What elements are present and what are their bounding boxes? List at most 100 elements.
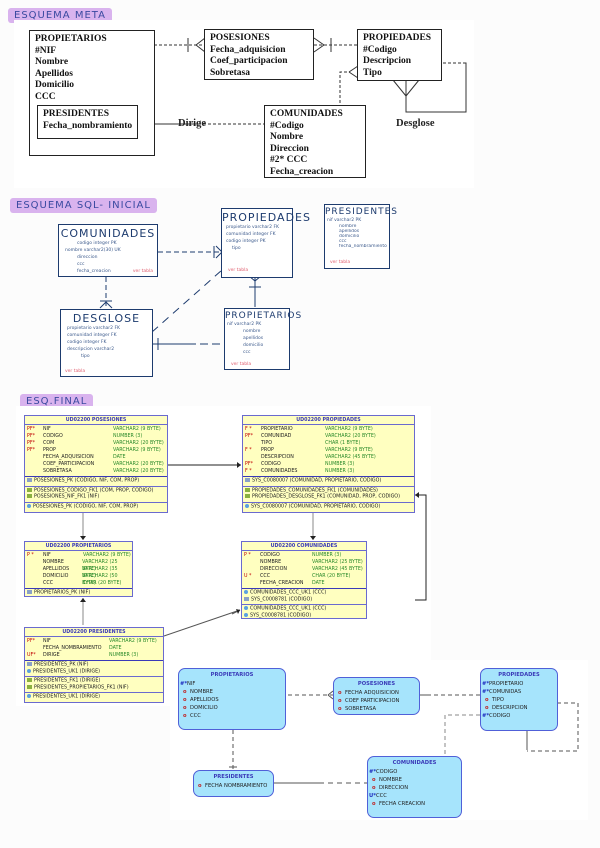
key-icon: [244, 596, 249, 601]
index-icon: [245, 503, 249, 508]
relation-label-desglose: Desglose: [396, 118, 435, 129]
attr-row: U*CCC: [368, 792, 461, 800]
col-key: [25, 461, 43, 468]
attr-marker: o: [183, 713, 187, 719]
pk-section: SYS_C0080007 (COMUNIDAD, PROPIETARIO, CO…: [243, 477, 414, 487]
sql-table-comunidades: COMUNIDADES codigo integer PK nombre var…: [58, 224, 158, 277]
pk-entry: PROPIETARIOS_PK (NIF): [34, 590, 91, 596]
index-entry: COMUNIDADES_CCC_UK1 (CCC): [250, 606, 327, 612]
foreign-key-icon: [27, 487, 32, 492]
attr-coef-participacion: Coef_participacion: [210, 56, 288, 66]
col-name: CODIGO: [260, 553, 280, 558]
entity-title: PROPIEDADES: [498, 672, 540, 678]
column-line: apellidos: [339, 229, 360, 234]
col-type: VARCHAR2 (20 BYTE): [113, 462, 164, 467]
column-line: nombre: [243, 329, 261, 334]
attr-name: NIF: [187, 681, 196, 687]
fk-entry: PRESIDENTES_PROPIETARIOS_FK1 (NIF): [34, 685, 129, 690]
index-section: COMUNIDADES_CCC_UK1 (CCC) SYS_C0008781 (…: [242, 605, 366, 620]
attr-nif: #NIF: [35, 45, 57, 56]
attr-marker: o: [338, 706, 342, 712]
col-name: PROP: [261, 448, 274, 453]
col-type: DATE: [113, 455, 126, 460]
meta-entity-propiedades: PROPIEDADES #Codigo Descripcion Tipo: [357, 29, 442, 81]
column-line: nif varchar2 PK: [227, 322, 262, 327]
column-line: comunidad integer FK: [226, 232, 276, 237]
sql-table-desglose: DESGLOSE propietario varchar2 FK comunid…: [60, 309, 153, 377]
table-title: UD02200 POSESIONES: [25, 416, 167, 425]
table-title: PROPIEDADES: [222, 211, 311, 224]
column-line: fecha_creacion: [77, 269, 111, 274]
foreign-key-icon: [245, 487, 250, 492]
attr-domicilio: Domicilio: [35, 80, 75, 90]
column-line: nombre: [339, 224, 357, 229]
attr-name: CODIGO: [376, 769, 398, 775]
col-key: [25, 468, 43, 475]
col-type: VARCHAR2 (9 BYTE): [113, 448, 161, 453]
attr-descripcion: Descripcion: [363, 56, 412, 66]
fk-propiedades-self: [415, 494, 427, 601]
index-section: SYS_C0080007 (COMUNIDAD, PROPIETARIO, CO…: [243, 503, 414, 512]
pk-entry: SYS_C0008781 (CODIGO): [251, 597, 313, 602]
index-icon: [27, 694, 31, 698]
attr-marker: o: [372, 785, 376, 791]
attr-tipo: Tipo: [363, 67, 382, 78]
column-line: fecha_nombramiento: [339, 244, 387, 249]
table-title: PRESIDENTES: [325, 207, 398, 217]
index-icon: [27, 503, 31, 508]
col-name: FECHA_ADQUISICION: [43, 455, 94, 460]
col-type: VARCHAR2 (20 BYTE): [113, 469, 164, 474]
note-text: ver tabla: [330, 260, 351, 265]
key-icon: [27, 662, 32, 666]
attr-marker: #*: [482, 681, 490, 687]
index-section: POSESIONES_PK (CODIGO, NIF, COM, PROP): [25, 503, 167, 512]
column-line: tipo: [81, 354, 90, 359]
attr-nombre: Nombre: [270, 132, 304, 142]
entity-title: COMUNIDADES: [392, 760, 437, 766]
column-line: direccion: [77, 255, 98, 260]
fk-entry: PRESIDENTES_FK1 (DIRIGE): [34, 678, 101, 684]
attr-fecha-creacion: Fecha_creacion: [270, 166, 334, 177]
attr-row: #*PROPIETARIO: [481, 680, 557, 688]
col-name: CODIGO: [43, 434, 63, 439]
attr-marker: o: [372, 777, 376, 783]
col-type: VARCHAR2 (20 BYTE): [113, 441, 164, 446]
col-type: VARCHAR2 (9 BYTE): [109, 639, 157, 644]
col-type: CHAR (1 BYTE): [325, 441, 361, 446]
col-type: NUMBER (3): [325, 462, 355, 467]
sql-table-propiedades: PROPIEDADES propietario varchar2 FK comu…: [221, 208, 311, 278]
attr-name: PROPIETARIO: [489, 681, 524, 687]
col-key: F *: [245, 427, 252, 432]
col-type: VARCHAR2 (25 BYTE): [312, 560, 363, 565]
col-name: DOMICILIO: [42, 574, 69, 579]
col-key: U *: [244, 574, 252, 579]
attr-marker: o: [372, 801, 376, 807]
col-key: [25, 580, 43, 587]
col-key: PF*: [245, 462, 254, 467]
table-title: DESGLOSE: [72, 312, 141, 325]
col-type: NUMBER (3): [312, 553, 342, 558]
col-type: VARCHAR2 (20 BYTE): [325, 434, 376, 439]
attr-name: DESCRIPCION: [492, 705, 528, 711]
attr-marker: #*: [482, 713, 490, 719]
table-title: PROPIETARIOS: [225, 311, 303, 321]
column-line: ccc: [77, 262, 85, 267]
column-line: comunidad integer FK: [67, 333, 117, 338]
